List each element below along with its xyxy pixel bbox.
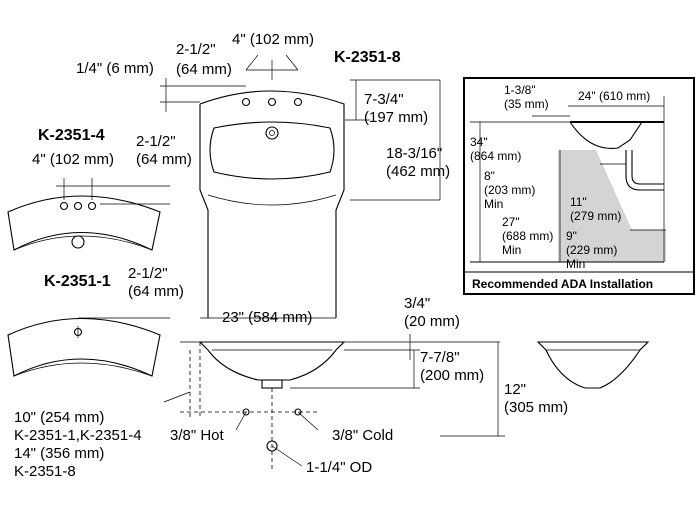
ada-d6-min: Min xyxy=(502,243,521,257)
label-drain: 1-1/4" OD xyxy=(306,459,372,476)
ada-d2: 24" (610 mm) xyxy=(578,89,650,103)
label-k1-offset-mm: (64 mm) xyxy=(128,283,184,300)
top-view-k2351-8 xyxy=(199,90,345,318)
label-back-height-mm: (197 mm) xyxy=(364,109,428,126)
label-cold: 3/8" Cold xyxy=(332,427,393,444)
ada-d4-mm: (203 mm) xyxy=(484,183,535,197)
label-supply-10-models: K-2351-1,K-2351-4 xyxy=(14,427,142,444)
label-supply-10: 10" (254 mm) xyxy=(14,409,104,426)
model-k2351-1-title: K-2351-1 xyxy=(44,273,111,290)
top-view-k2351-4 xyxy=(7,195,161,251)
ada-d3-mm: (864 mm) xyxy=(470,149,521,163)
label-k1-offset: 2-1/2" xyxy=(128,265,168,282)
label-rim-mm: (20 mm) xyxy=(404,313,460,330)
ada-d1-mm: (35 mm) xyxy=(504,97,549,111)
label-quarter-inch: 1/4" (6 mm) xyxy=(76,60,154,77)
ada-installation-panel: 1-3/8" (35 mm) 24" (610 mm) 34" (864 mm)… xyxy=(463,77,695,295)
ada-d5: 11" xyxy=(570,195,587,209)
label-bowl-depth: 7-7/8" xyxy=(420,349,460,366)
ada-d6: 27" xyxy=(502,215,520,229)
label-k4-offset-mm: (64 mm) xyxy=(136,151,192,168)
ada-d4-min: Min xyxy=(484,197,503,211)
faucet-hole-right xyxy=(293,97,303,107)
ada-d7-mm: (229 mm) xyxy=(566,243,617,257)
label-bowl-depth-mm: (200 mm) xyxy=(420,367,484,384)
label-k4-offset: 2-1/2" xyxy=(136,133,176,150)
label-hot: 3/8" Hot xyxy=(170,427,225,444)
label-k4-spacing: 4" (102 mm) xyxy=(32,151,114,168)
ada-title: Recommended ADA Installation xyxy=(472,277,653,291)
faucet-hole-left xyxy=(241,97,251,107)
model-k2351-4-title: K-2351-4 xyxy=(38,127,105,144)
ada-d3: 34" xyxy=(470,135,488,149)
label-depth-mm: (462 mm) xyxy=(386,163,450,180)
label-depth: 18-3/16" xyxy=(386,145,442,162)
label-top-offset: 2-1/2" xyxy=(176,41,216,58)
ada-d5-mm: (279 mm) xyxy=(570,209,621,223)
model-k2351-8-title: K-2351-8 xyxy=(334,49,401,66)
label-total-depth: 12" xyxy=(504,381,526,398)
label-supply-14: 14" (356 mm) xyxy=(14,445,104,462)
label-top-offset-mm: (64 mm) xyxy=(176,61,232,78)
label-total-depth-mm: (305 mm) xyxy=(504,399,568,416)
ada-d7: 9" xyxy=(566,229,577,243)
side-view-sink xyxy=(198,341,346,389)
ada-d1: 1-3/8" xyxy=(504,83,536,97)
label-rim: 3/4" xyxy=(404,295,430,312)
overflow-hole xyxy=(265,126,279,140)
label-width: 23" (584 mm) xyxy=(222,309,312,326)
ada-d4: 8" xyxy=(484,169,495,183)
top-view-k2351-1 xyxy=(7,318,161,377)
side-view-profile xyxy=(536,341,650,389)
label-supply-14-models: K-2351-8 xyxy=(14,463,76,480)
faucet-hole-center xyxy=(267,97,277,107)
ada-d6-mm: (688 mm) xyxy=(502,229,553,243)
label-top-spacing: 4" (102 mm) xyxy=(232,31,314,48)
label-back-height: 7-3/4" xyxy=(364,91,404,108)
ada-d7-min: Min xyxy=(566,257,585,271)
